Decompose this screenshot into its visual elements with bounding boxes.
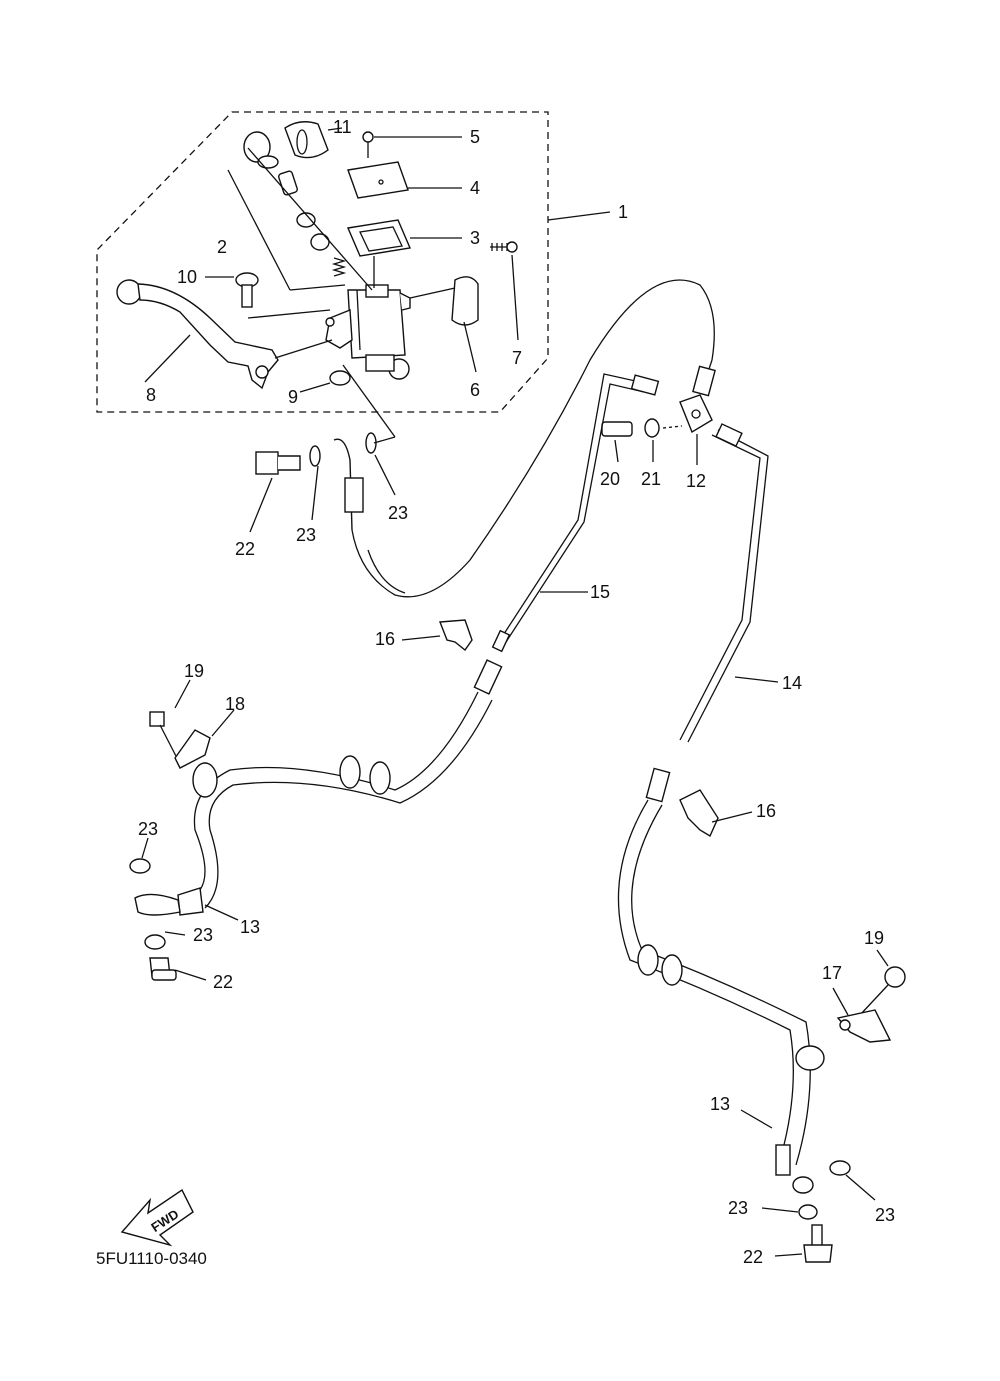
right-brake-hose [617,767,825,1194]
right-union-bolt [761,1160,876,1263]
callout-23-right-lower: 23 [728,1198,748,1218]
callout-4: 4 [470,178,480,198]
callout-17: 17 [822,963,842,983]
left-hose-guide [149,679,235,769]
callout-23-top-right: 23 [388,503,408,523]
callout-19-left: 19 [184,661,204,681]
callout-22-left: 22 [213,972,233,992]
drawing-code: 5FU1110-0340 [96,1249,207,1268]
master-cylinder-assembly-boundary [96,111,549,413]
callout-1: 1 [618,202,628,222]
callout-13-left: 13 [240,917,260,937]
callout-14: 14 [782,673,802,693]
fwd-arrow-icon: FWD [120,1188,194,1247]
hose-clamp-upper [401,619,473,652]
callout-16-lower: 16 [756,801,776,821]
brake-hose-joint [601,394,713,465]
brake-pipe-15 [499,373,660,643]
right-hose-guide [832,949,906,1043]
callout-16-upper: 16 [375,629,395,649]
callout-6: 6 [470,380,480,400]
callout-1-leader [547,211,611,221]
callout-21: 21 [641,469,661,489]
callout-10: 10 [177,267,197,287]
callout-23-left-upper: 23 [138,819,158,839]
brake-pipe-14 [679,423,779,743]
callout-9: 9 [288,387,298,407]
callout-3: 3 [470,228,480,248]
callout-23-left-lower: 23 [193,925,213,945]
left-union-bolt [129,837,207,981]
callout-20: 20 [600,469,620,489]
callout-12: 12 [686,471,706,491]
master-cylinder-body [325,284,411,380]
upper-union-bolt [249,364,396,533]
reservoir-cap-parts [347,131,462,288]
callout-11: 11 [333,117,352,137]
callout-13-right: 13 [710,1094,730,1114]
callout-5: 5 [470,127,480,147]
callout-8: 8 [146,385,156,405]
callout-7: 7 [512,348,522,368]
left-brake-hose [134,629,511,921]
dust-boot [284,121,343,159]
master-cylinder-clamp [409,241,519,373]
callout-22-top: 22 [235,539,255,559]
callout-18: 18 [225,694,245,714]
brake-lever [116,279,279,390]
piston-kit [227,131,373,291]
callout-23-right-upper: 23 [875,1205,895,1225]
callout-19-right: 19 [864,928,884,948]
callout-23-top-left: 23 [296,525,316,545]
pivot-bolt [144,272,351,393]
upper-brake-hose [333,279,716,598]
hose-clamp-lower [679,789,753,838]
callout-22-right: 22 [743,1247,763,1267]
callout-15: 15 [590,582,610,602]
callout-2: 2 [217,237,227,257]
